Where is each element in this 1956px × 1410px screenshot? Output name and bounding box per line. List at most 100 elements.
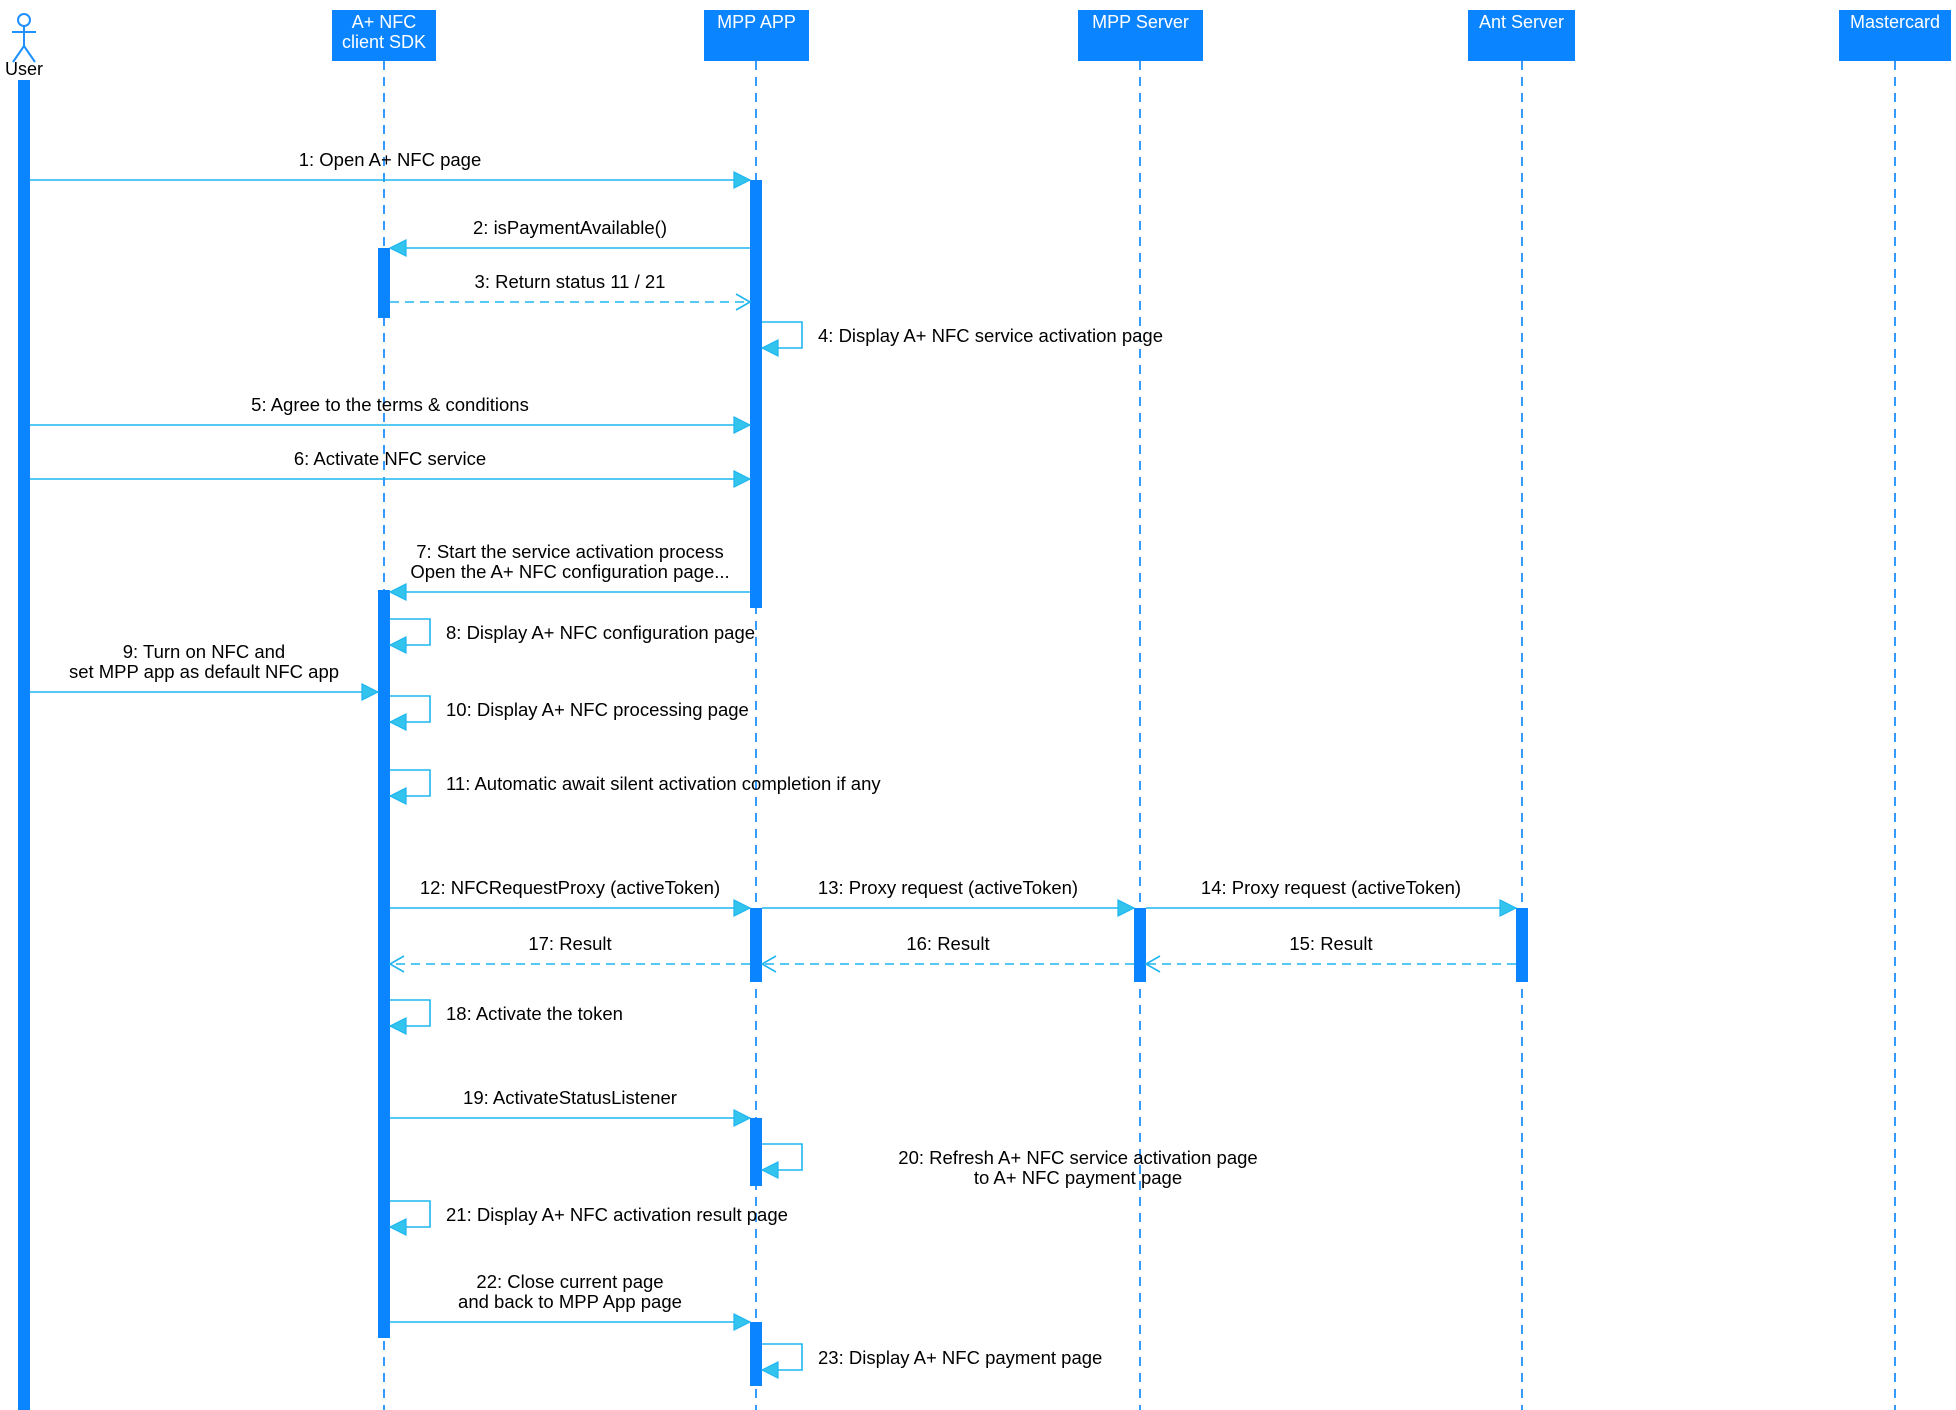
- activation-bar-mppserver: [1134, 908, 1146, 982]
- message-4-self: 4: Display A+ NFC service activation pag…: [760, 321, 1163, 357]
- self-message-line: [390, 1200, 431, 1228]
- message-label: 20: Refresh A+ NFC service activation pa…: [898, 1147, 1257, 1188]
- activation-bar-app: [750, 908, 762, 982]
- messages: 1: Open A+ NFC page 2: isPaymentAvailable…: [30, 149, 1518, 1379]
- activation-bar-user: [18, 80, 30, 1410]
- arrowhead: [760, 955, 777, 973]
- message-5-sync: 5: Agree to the terms & conditions: [30, 394, 752, 434]
- message-19-sync: 19: ActivateStatusListener: [390, 1087, 752, 1127]
- activation-bar-app: [750, 180, 762, 608]
- participant-label: Ant Server: [1479, 12, 1564, 32]
- arrowhead: [388, 1218, 407, 1236]
- participant-box: [332, 10, 436, 61]
- message-8-self: 8: Display A+ NFC configuration page: [388, 618, 755, 654]
- activation-bar-sdk: [378, 248, 390, 318]
- arrowhead: [388, 1017, 407, 1035]
- participant-label: Mastercard: [1850, 12, 1940, 32]
- self-message-line: [762, 321, 803, 349]
- participant-box: [1078, 10, 1203, 61]
- message-label: 11: Automatic await silent activation co…: [446, 773, 881, 794]
- message-2-sync: 2: isPaymentAvailable(): [388, 217, 750, 257]
- arrowhead: [1499, 899, 1518, 917]
- arrowhead: [388, 636, 407, 654]
- message-18-self: 18: Activate the token: [388, 999, 623, 1035]
- message-label: 16: Result: [906, 933, 989, 954]
- arrowhead: [733, 171, 752, 189]
- participant-box: [1839, 10, 1951, 61]
- message-3-return: 3: Return status 11 / 21: [390, 271, 752, 311]
- arrowhead: [733, 416, 752, 434]
- message-23-self: 23: Display A+ NFC payment page: [760, 1343, 1102, 1379]
- message-label: 2: isPaymentAvailable(): [473, 217, 667, 238]
- message-label: 6: Activate NFC service: [294, 448, 486, 469]
- arrowhead: [388, 713, 407, 731]
- self-message-line: [762, 1143, 803, 1171]
- arrowhead: [733, 899, 752, 917]
- arrowhead: [1144, 955, 1161, 973]
- participant-label: User: [5, 59, 43, 79]
- activation-bar-app: [750, 1118, 762, 1186]
- message-label: 4: Display A+ NFC service activation pag…: [818, 325, 1163, 346]
- message-20-self: 20: Refresh A+ NFC service activation pa…: [760, 1143, 1258, 1188]
- arrowhead: [735, 293, 752, 311]
- activation-bar-app: [750, 1322, 762, 1386]
- participant-app: MPP APP: [704, 10, 809, 61]
- arrowhead: [733, 470, 752, 488]
- message-label: 12: NFCRequestProxy (activeToken): [420, 877, 720, 898]
- self-message-line: [390, 999, 431, 1027]
- arrowhead: [388, 955, 405, 973]
- message-label: 21: Display A+ NFC activation result pag…: [446, 1204, 788, 1225]
- message-13-sync: 13: Proxy request (activeToken): [762, 877, 1136, 917]
- arrowhead: [733, 1109, 752, 1127]
- message-10-self: 10: Display A+ NFC processing page: [388, 695, 749, 731]
- participant-label: MPP Server: [1092, 12, 1189, 32]
- self-message-line: [390, 618, 431, 646]
- message-17-return: 17: Result: [388, 933, 750, 973]
- message-12-sync: 12: NFCRequestProxy (activeToken): [390, 877, 752, 917]
- message-label: 19: ActivateStatusListener: [463, 1087, 677, 1108]
- self-message-line: [390, 769, 431, 797]
- message-label: 8: Display A+ NFC configuration page: [446, 622, 755, 643]
- participant-mppserver: MPP Server: [1078, 10, 1203, 61]
- message-14-sync: 14: Proxy request (activeToken): [1146, 877, 1518, 917]
- participant-box: [1468, 10, 1575, 61]
- message-label: 23: Display A+ NFC payment page: [818, 1347, 1102, 1368]
- message-label: 15: Result: [1289, 933, 1372, 954]
- actor-user: User: [5, 13, 43, 79]
- message-21-self: 21: Display A+ NFC activation result pag…: [388, 1200, 788, 1236]
- arrowhead: [760, 1161, 779, 1179]
- arrowhead: [733, 1313, 752, 1331]
- message-label: 14: Proxy request (activeToken): [1201, 877, 1461, 898]
- participant-mc: Mastercard: [1839, 10, 1951, 61]
- arrowhead: [388, 239, 407, 257]
- message-label: 17: Result: [528, 933, 611, 954]
- participant-ant: Ant Server: [1468, 10, 1575, 61]
- message-label: 1: Open A+ NFC page: [299, 149, 482, 170]
- activation-bar-ant: [1516, 908, 1528, 982]
- message-16-return: 16: Result: [760, 933, 1134, 973]
- activation-bar-sdk: [378, 590, 390, 1338]
- message-1-sync: 1: Open A+ NFC page: [30, 149, 752, 189]
- message-label: 3: Return status 11 / 21: [475, 271, 666, 292]
- message-6-sync: 6: Activate NFC service: [30, 448, 752, 488]
- arrowhead: [760, 1361, 779, 1379]
- message-11-self: 11: Automatic await silent activation co…: [388, 769, 881, 805]
- message-15-return: 15: Result: [1144, 933, 1516, 973]
- arrowhead: [760, 339, 779, 357]
- arrowhead: [1117, 899, 1136, 917]
- user-actor-icon: [12, 13, 36, 63]
- message-label: 18: Activate the token: [446, 1003, 623, 1024]
- arrowhead: [361, 683, 380, 701]
- arrowhead: [388, 787, 407, 805]
- self-message-line: [762, 1343, 803, 1371]
- message-label: 13: Proxy request (activeToken): [818, 877, 1078, 898]
